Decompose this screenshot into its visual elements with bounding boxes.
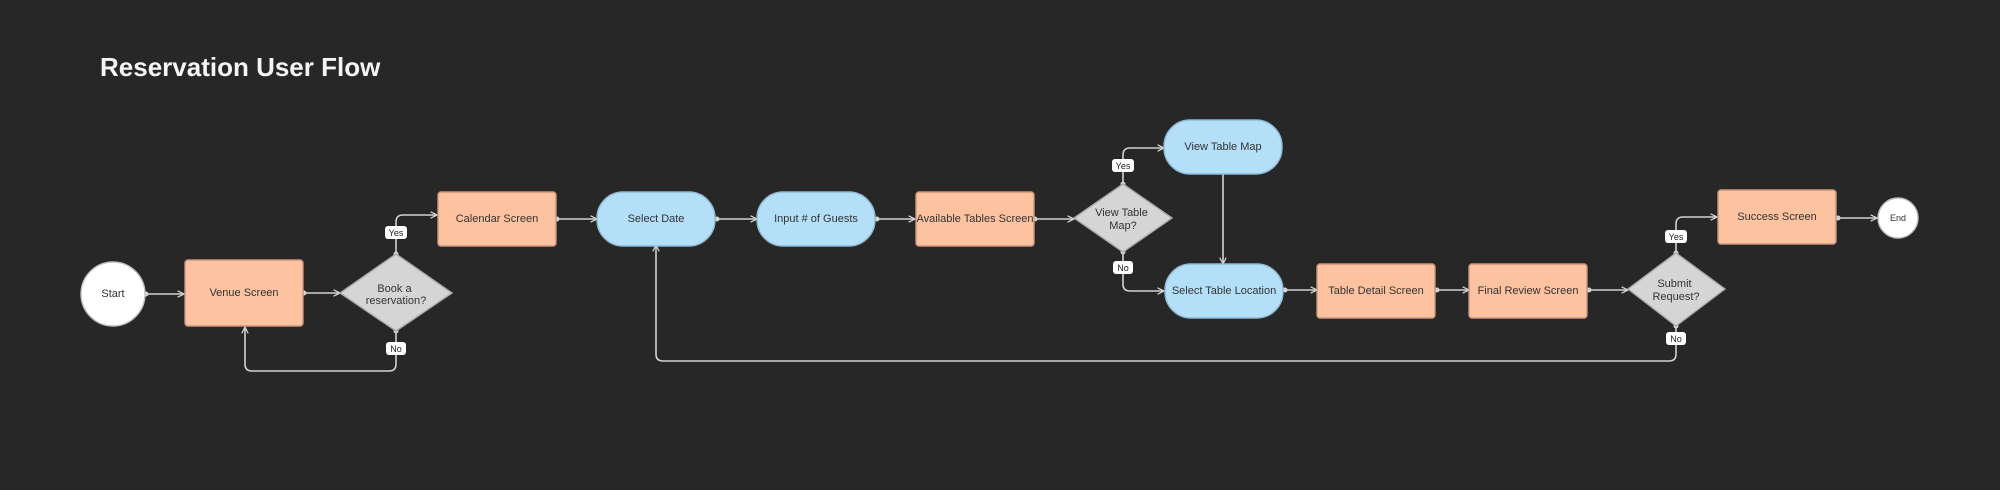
badge-submit-no-text: No [1670, 334, 1682, 344]
start-label: Start [101, 288, 124, 300]
edge-submitq-date [656, 245, 1676, 362]
book-reservation-line-1: Book a [377, 283, 412, 295]
edge-book-calendar [396, 215, 437, 254]
connectors [146, 148, 1877, 372]
badge-submit-yes-text: Yes [1669, 232, 1684, 242]
submit-request-label: Submit Request? [1652, 278, 1699, 303]
select-date-node: Select Date [596, 191, 716, 247]
badge-book-no: No [386, 342, 406, 355]
select-table-location-label: Select Table Location [1172, 285, 1276, 297]
submit-request-decision: Submit Request? [1626, 252, 1727, 327]
submit-request-line-2: Request? [1652, 291, 1699, 303]
final-review-label: Final Review Screen [1478, 285, 1579, 297]
select-date-label: Select Date [628, 213, 685, 225]
view-map-question-line-2: Map? [1109, 220, 1137, 232]
submit-request-line-1: Submit [1657, 278, 1691, 290]
start-node: Start [80, 261, 146, 327]
badge-book-no-text: No [390, 344, 402, 354]
view-map-question-line-1: View Table [1095, 207, 1148, 219]
badge-map-no: No [1113, 261, 1133, 274]
end-node: End [1877, 197, 1919, 239]
badge-map-yes: Yes [1112, 159, 1134, 172]
input-guests-label: Input # of Guests [774, 213, 858, 225]
final-review-node: Final Review Screen [1468, 263, 1588, 319]
badge-book-yes: Yes [385, 226, 407, 239]
calendar-screen-node: Calendar Screen [437, 191, 557, 247]
badge-map-no-text: No [1117, 263, 1129, 273]
book-reservation-line-2: reservation? [366, 295, 427, 307]
badge-map-yes-text: Yes [1116, 161, 1131, 171]
edge-submitq-success [1676, 217, 1717, 253]
view-map-decision: View Table Map? [1072, 183, 1174, 253]
badge-submit-yes: Yes [1665, 230, 1687, 243]
venue-screen-node: Venue Screen [184, 259, 304, 327]
venue-screen-label: Venue Screen [209, 287, 278, 299]
view-map-question-label: View Table Map? [1095, 207, 1151, 232]
table-detail-label: Table Detail Screen [1328, 285, 1423, 297]
view-table-map-label: View Table Map [1184, 141, 1261, 153]
available-tables-label: Available Tables Screen [916, 213, 1033, 225]
view-table-map-node: View Table Map [1163, 119, 1283, 175]
success-screen-label: Success Screen [1737, 211, 1816, 223]
badge-book-yes-text: Yes [389, 228, 404, 238]
page-title: Reservation User Flow [100, 52, 381, 82]
end-label: End [1890, 213, 1906, 223]
select-table-location-node: Select Table Location [1164, 263, 1284, 319]
input-guests-node: Input # of Guests [756, 191, 876, 247]
table-detail-node: Table Detail Screen [1316, 263, 1436, 319]
edge-book-venue [245, 327, 396, 372]
available-tables-node: Available Tables Screen [915, 191, 1035, 247]
book-reservation-label: Book a reservation? [366, 283, 427, 307]
book-reservation-decision: Book a reservation? [338, 253, 454, 332]
success-screen-node: Success Screen [1717, 189, 1837, 245]
edge-mapq-viewmap [1123, 148, 1164, 184]
badge-submit-no: No [1666, 332, 1686, 345]
calendar-screen-label: Calendar Screen [456, 213, 539, 225]
